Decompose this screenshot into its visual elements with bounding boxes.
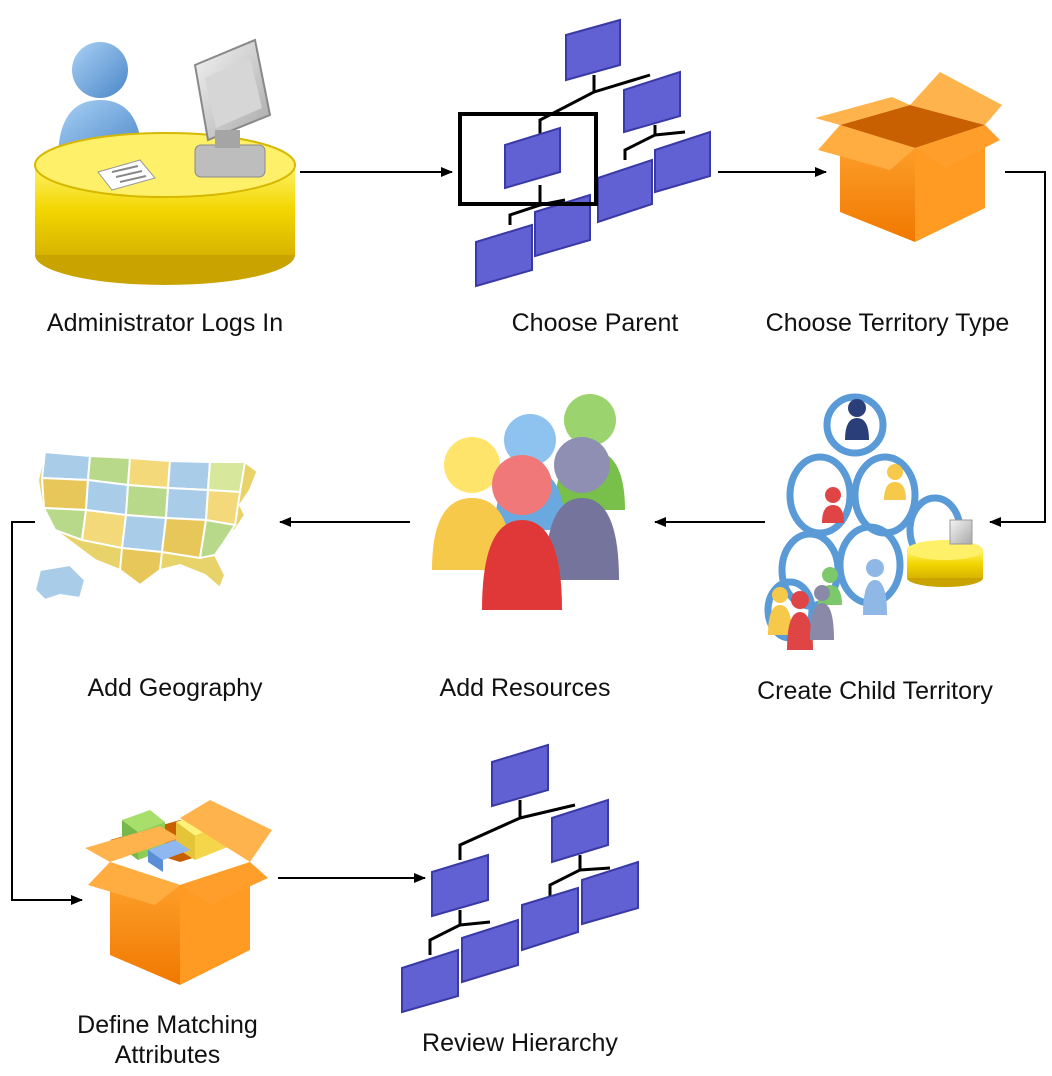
org-chart-icon xyxy=(401,743,639,1014)
step-label-review-hierarchy: Review Hierarchy xyxy=(422,1029,618,1057)
arrow-type-to-child xyxy=(989,171,1046,527)
administrator-workstation-icon xyxy=(34,38,296,285)
open-box-icon xyxy=(815,72,1002,242)
flow-connectors xyxy=(11,167,1046,905)
step-label-choose-territory-type: Choose Territory Type xyxy=(765,309,1010,337)
step-label-choose-parent: Choose Parent xyxy=(511,309,679,337)
us-map-icon xyxy=(33,448,263,602)
box-with-blocks-icon xyxy=(85,800,272,985)
step-label-add-geography: Add Geography xyxy=(87,674,263,702)
step-label-administrator-logs-in: Administrator Logs In xyxy=(46,309,284,337)
org-chart-selected-node-icon xyxy=(458,18,711,288)
step-label-define-matching-attributes: Define Matching xyxy=(77,1011,258,1039)
step-label-add-resources: Add Resources xyxy=(439,674,611,702)
selection-frame xyxy=(458,112,598,206)
people-group-icon xyxy=(432,394,625,610)
arrow-geography-to-attributes xyxy=(11,521,83,905)
territory-hierarchy-people-icon xyxy=(764,393,983,650)
step-label-create-child-territory: Create Child Territory xyxy=(757,677,993,705)
step-label-define-matching-attributes-line2: Attributes xyxy=(114,1041,221,1069)
